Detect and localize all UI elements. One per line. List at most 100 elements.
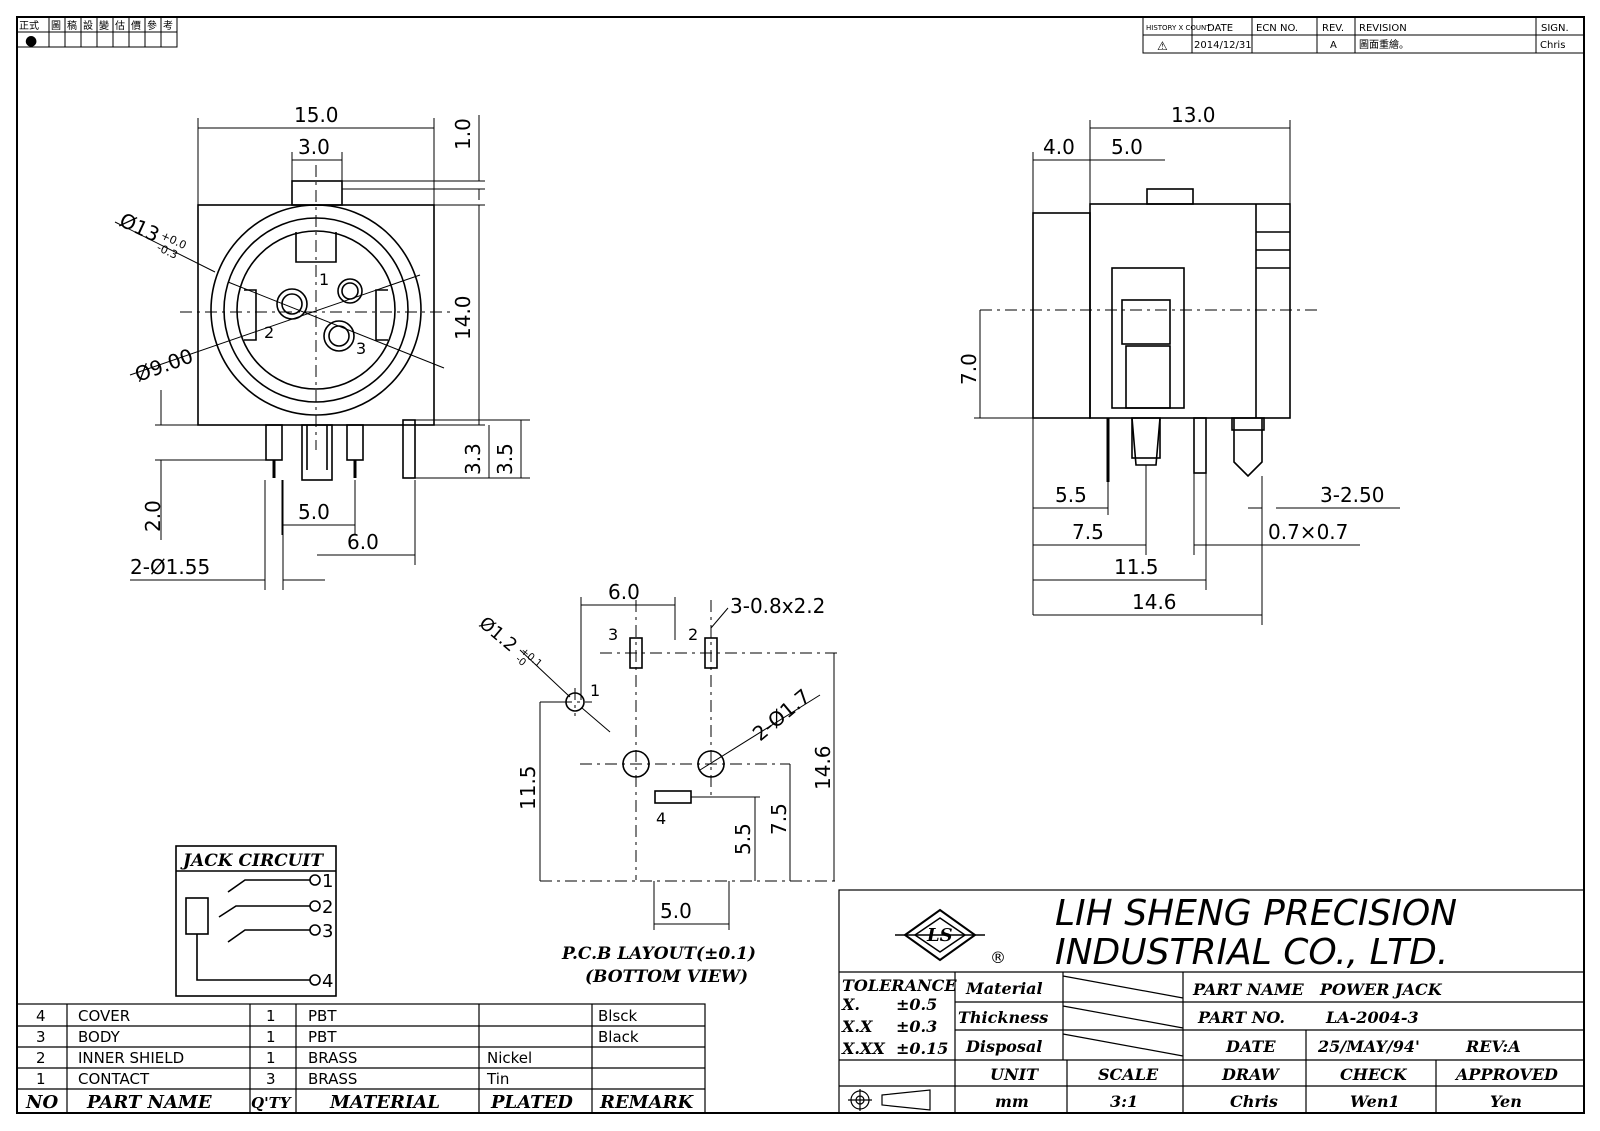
- date-value: 25/MAY/94': [1317, 1037, 1420, 1056]
- bom-r2-no: 2: [36, 1049, 46, 1067]
- bom-r1-material: PBT: [308, 1028, 337, 1046]
- registered-mark: ®: [990, 948, 1006, 967]
- dim-pin-section: 0.7×0.7: [1268, 520, 1348, 544]
- dim-depth: 13.0: [1171, 103, 1216, 127]
- bom-r2-name: INNER SHIELD: [78, 1049, 184, 1067]
- pcb-dim-h4: 7.5: [767, 803, 791, 835]
- material-label: Material: [965, 979, 1043, 998]
- dim-outer-dia: Ø13: [116, 208, 163, 247]
- bom-r0-no: 4: [36, 1007, 46, 1025]
- bom-r0-name: COVER: [78, 1007, 130, 1025]
- bom-r2-plated: Nickel: [487, 1049, 532, 1067]
- jack-terminal-3: 3: [322, 921, 333, 942]
- dim-d3: 11.5: [1114, 555, 1159, 579]
- pcb-pin-4: 4: [656, 809, 666, 828]
- date-label: DATE: [1225, 1037, 1276, 1056]
- tolerance-key-0: X.: [841, 995, 860, 1014]
- company-logo: LS: [926, 925, 953, 946]
- bom-r3-name: CONTACT: [78, 1070, 150, 1088]
- stamp-cell-0: 正式: [19, 19, 39, 32]
- dim-pin-side: 6.0: [347, 530, 379, 554]
- jack-terminal-2: 2: [322, 897, 333, 918]
- front-pin-1: 1: [319, 270, 329, 289]
- pcb-dim-h3: 5.5: [731, 823, 755, 855]
- rev-sign: Chris: [1540, 40, 1565, 51]
- rev-date: 2014/12/31: [1194, 40, 1252, 51]
- rev-header-ecn: ECN NO.: [1256, 23, 1298, 34]
- dim-inner-dia: Ø9.00: [132, 344, 197, 387]
- footer-value-approved: Yen: [1490, 1092, 1522, 1111]
- footer-value-check: Wen1: [1350, 1092, 1400, 1111]
- side-view: [974, 120, 1400, 625]
- bom-r3-no: 1: [36, 1070, 46, 1088]
- front-view: [114, 115, 530, 590]
- dim-d4: 14.6: [1132, 590, 1177, 614]
- bom-header-name: PART NAME: [86, 1092, 212, 1113]
- company-name-line2: INDUSTRIAL CO., LTD.: [1055, 932, 1448, 973]
- bom-r2-material: BRASS: [308, 1049, 357, 1067]
- dim-height: 14.0: [451, 295, 475, 340]
- footer-header-scale: SCALE: [1098, 1065, 1159, 1084]
- bom-header-plated: PLATED: [490, 1092, 573, 1113]
- dim-tab-height: 1.0: [451, 118, 475, 150]
- tolerance-val-1: ±0.3: [896, 1017, 937, 1036]
- pcb-layout-title: P.C.B LAYOUT(±0.1): [561, 944, 756, 964]
- pcb-dim-slots: 3-0.8x2.2: [730, 594, 825, 618]
- footer-header-unit: UNIT: [990, 1065, 1039, 1084]
- pcb-dim-hole-main: Ø1.2: [475, 613, 521, 657]
- pcb-layout-labels: 6.0 3-0.8x2.2 Ø1.2 +0.1 -0 2-Ø1.7 11.5 1…: [475, 580, 835, 987]
- tolerance-val-2: ±0.15: [896, 1039, 948, 1058]
- dim-pin-len-a: 3.3: [461, 443, 485, 475]
- bom-table: [16, 1003, 706, 1114]
- bom-header-remark: REMARK: [599, 1092, 695, 1113]
- stamp-cell-1: 圖: [51, 20, 61, 32]
- company-name-line1: LIH SHENG PRECISION: [1055, 893, 1457, 934]
- jack-circuit: [175, 845, 337, 997]
- revision-block: [1142, 16, 1585, 54]
- pcb-dim-h2: 14.6: [811, 745, 835, 790]
- front-pin-2: 2: [264, 323, 274, 342]
- bom-r1-qty: 1: [266, 1028, 276, 1046]
- bom-r1-no: 3: [36, 1028, 46, 1046]
- tolerance-key-2: X.XX: [841, 1039, 885, 1058]
- bom-r3-material: BRASS: [308, 1070, 357, 1088]
- stamp-cell-8: 考: [163, 20, 173, 32]
- part-no-label: PART NO.: [1197, 1008, 1285, 1027]
- sheet-frame: [16, 16, 1585, 1114]
- dim-front: 4.0: [1043, 135, 1075, 159]
- bom-header-material: MATERIAL: [329, 1092, 440, 1113]
- dim-width: 15.0: [294, 103, 339, 127]
- rev-value: REV:A: [1465, 1037, 1521, 1056]
- tolerance-label: TOLERANCE: [842, 976, 957, 995]
- title-block: [838, 889, 1585, 1114]
- bom-header-qty: Q'TY: [251, 1094, 292, 1112]
- dim-pin-pitch: 5.0: [298, 500, 330, 524]
- dim-holes: 3-2.50: [1320, 483, 1384, 507]
- footer-value-draw: Chris: [1230, 1092, 1278, 1111]
- bom-r3-qty: 3: [266, 1070, 276, 1088]
- rev-header-revision: REVISION: [1359, 23, 1407, 34]
- dim-center-height: 7.0: [957, 353, 981, 385]
- stamp-cell-3: 設: [83, 19, 93, 32]
- rev-header-sign: SIGN.: [1541, 23, 1569, 34]
- stamp-cell-4: 變: [99, 19, 109, 32]
- stamp-cell-7: 參: [147, 19, 157, 32]
- bom-r0-qty: 1: [266, 1007, 276, 1025]
- bom-r1-name: BODY: [78, 1028, 121, 1046]
- bom-header-no: NO: [25, 1092, 58, 1113]
- bom-rows: 4 COVER 1 PBT Blsck 3 BODY 1 PBT Black 2…: [25, 1007, 695, 1113]
- rev-header-rev: REV.: [1322, 23, 1344, 34]
- stamp-cell-2: 稿: [67, 19, 77, 32]
- pcb-pin-3: 3: [608, 625, 618, 644]
- footer-value-unit: mm: [995, 1092, 1029, 1111]
- footer-header-check: CHECK: [1340, 1065, 1408, 1084]
- disposal-label: Disposal: [965, 1037, 1042, 1056]
- front-pin-3: 3: [356, 339, 366, 358]
- jack-circuit-title: JACK CIRCUIT: [180, 851, 324, 871]
- bom-r3-plated: Tin: [486, 1070, 509, 1088]
- tolerance-key-1: X.X: [841, 1017, 873, 1036]
- bom-r0-remark: Blsck: [598, 1007, 638, 1025]
- pcb-dim-bottom: 5.0: [660, 899, 692, 923]
- dim-pin-offset: 2.0: [141, 500, 165, 532]
